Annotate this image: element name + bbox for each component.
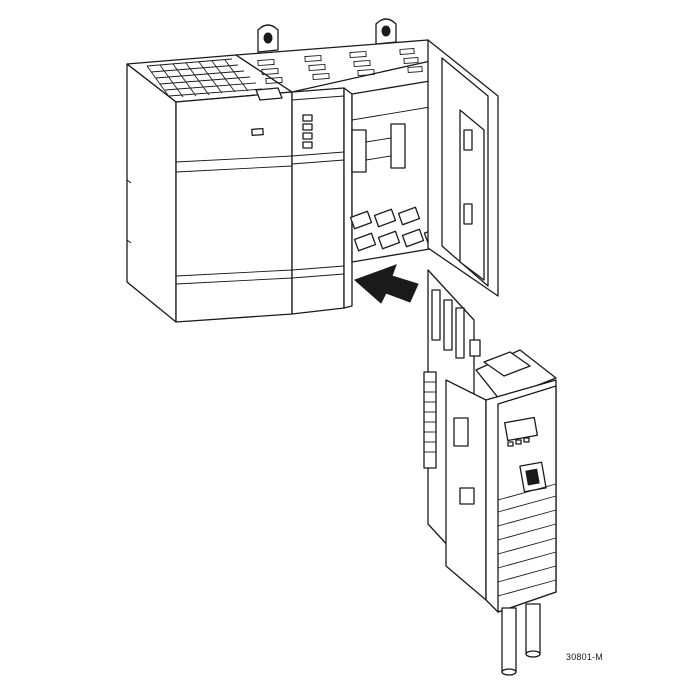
slot-cover-door xyxy=(427,39,499,297)
mounting-hole-right xyxy=(381,25,391,37)
chassis-left-face xyxy=(126,63,177,323)
cable-1 xyxy=(501,607,517,673)
mounting-hole-left xyxy=(263,32,273,44)
controller-module xyxy=(423,269,557,676)
chassis-front xyxy=(175,91,293,323)
vent-grid xyxy=(146,58,263,99)
module-top-strip xyxy=(255,87,283,101)
edge-connector xyxy=(423,371,437,469)
module-front xyxy=(291,87,345,315)
side-feature-2 xyxy=(459,487,475,505)
connector-pins-3 xyxy=(455,307,465,359)
door-latch-top xyxy=(463,129,473,151)
cable-2-end xyxy=(525,650,541,658)
rail-right xyxy=(390,123,406,169)
latch xyxy=(251,127,264,136)
door-latch-bottom xyxy=(463,203,473,225)
module-side xyxy=(343,87,353,309)
connector-pins-2 xyxy=(443,299,453,351)
door-window xyxy=(459,109,485,281)
indicator-3 xyxy=(523,437,530,443)
side-feature xyxy=(453,417,469,447)
power-supply-module xyxy=(235,18,445,315)
chassis xyxy=(126,54,293,323)
ethernet-port-opening xyxy=(525,468,540,486)
rail-left xyxy=(351,129,367,173)
indicator-1 xyxy=(507,441,514,447)
connector-clip xyxy=(469,339,481,357)
indicator-2 xyxy=(515,439,522,445)
figure-number: 30801-M xyxy=(566,652,603,662)
status-indicators xyxy=(302,114,313,149)
cable-1-end xyxy=(501,668,517,676)
connector-pins-1 xyxy=(431,289,441,341)
cable-2 xyxy=(525,603,541,655)
module-top-latch xyxy=(483,351,531,377)
top-vents xyxy=(257,48,423,85)
status-display xyxy=(504,416,538,442)
insertion-arrow xyxy=(354,264,419,304)
